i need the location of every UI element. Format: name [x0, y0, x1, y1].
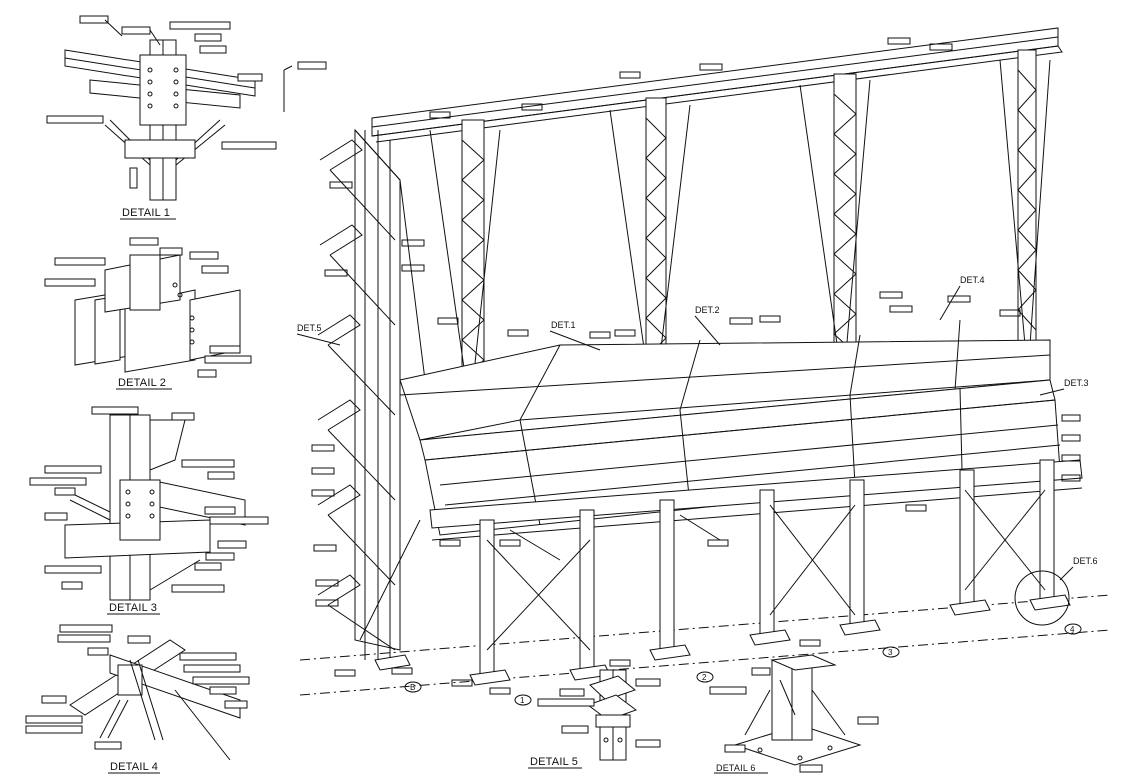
- callout-det-2: DET.2: [695, 305, 720, 315]
- detail-4-view: [26, 625, 249, 760]
- detail-4-caption: DETAIL 4: [110, 761, 158, 773]
- callout-det-4: DET.4: [960, 275, 985, 285]
- detail-1-view: [47, 16, 276, 200]
- detail-2-caption: DETAIL 2: [118, 377, 166, 389]
- detail-6-view: [710, 655, 878, 772]
- callout-det-5: DET.5: [297, 323, 322, 333]
- grid-marker-b: B: [410, 683, 415, 692]
- callout-det-1: DET.1: [551, 320, 576, 330]
- grid-marker-4: 4: [1070, 625, 1075, 634]
- detail-3-view: [30, 407, 268, 600]
- detail-2-view: [45, 238, 251, 377]
- grid-marker-1: 1: [520, 696, 525, 705]
- detail-6-caption: DETAIL 6: [716, 763, 756, 773]
- detail-5-caption: DETAIL 5: [530, 756, 578, 768]
- detail-5-view: [538, 670, 660, 760]
- detail-3-caption: DETAIL 3: [109, 602, 157, 614]
- detail-1-caption: DETAIL 1: [122, 207, 170, 219]
- grid-marker-3: 3: [888, 648, 893, 657]
- callout-det-3: DET.3: [1064, 378, 1089, 388]
- stair-tower: [318, 130, 430, 660]
- main-isometric-structure: [300, 28, 1110, 705]
- detail-6-callout-circle: [1015, 571, 1069, 625]
- section-mark: [284, 62, 326, 112]
- label-tags: [312, 38, 1080, 694]
- callout-det-6: DET.6: [1073, 556, 1098, 566]
- grid-marker-2: 2: [702, 673, 707, 682]
